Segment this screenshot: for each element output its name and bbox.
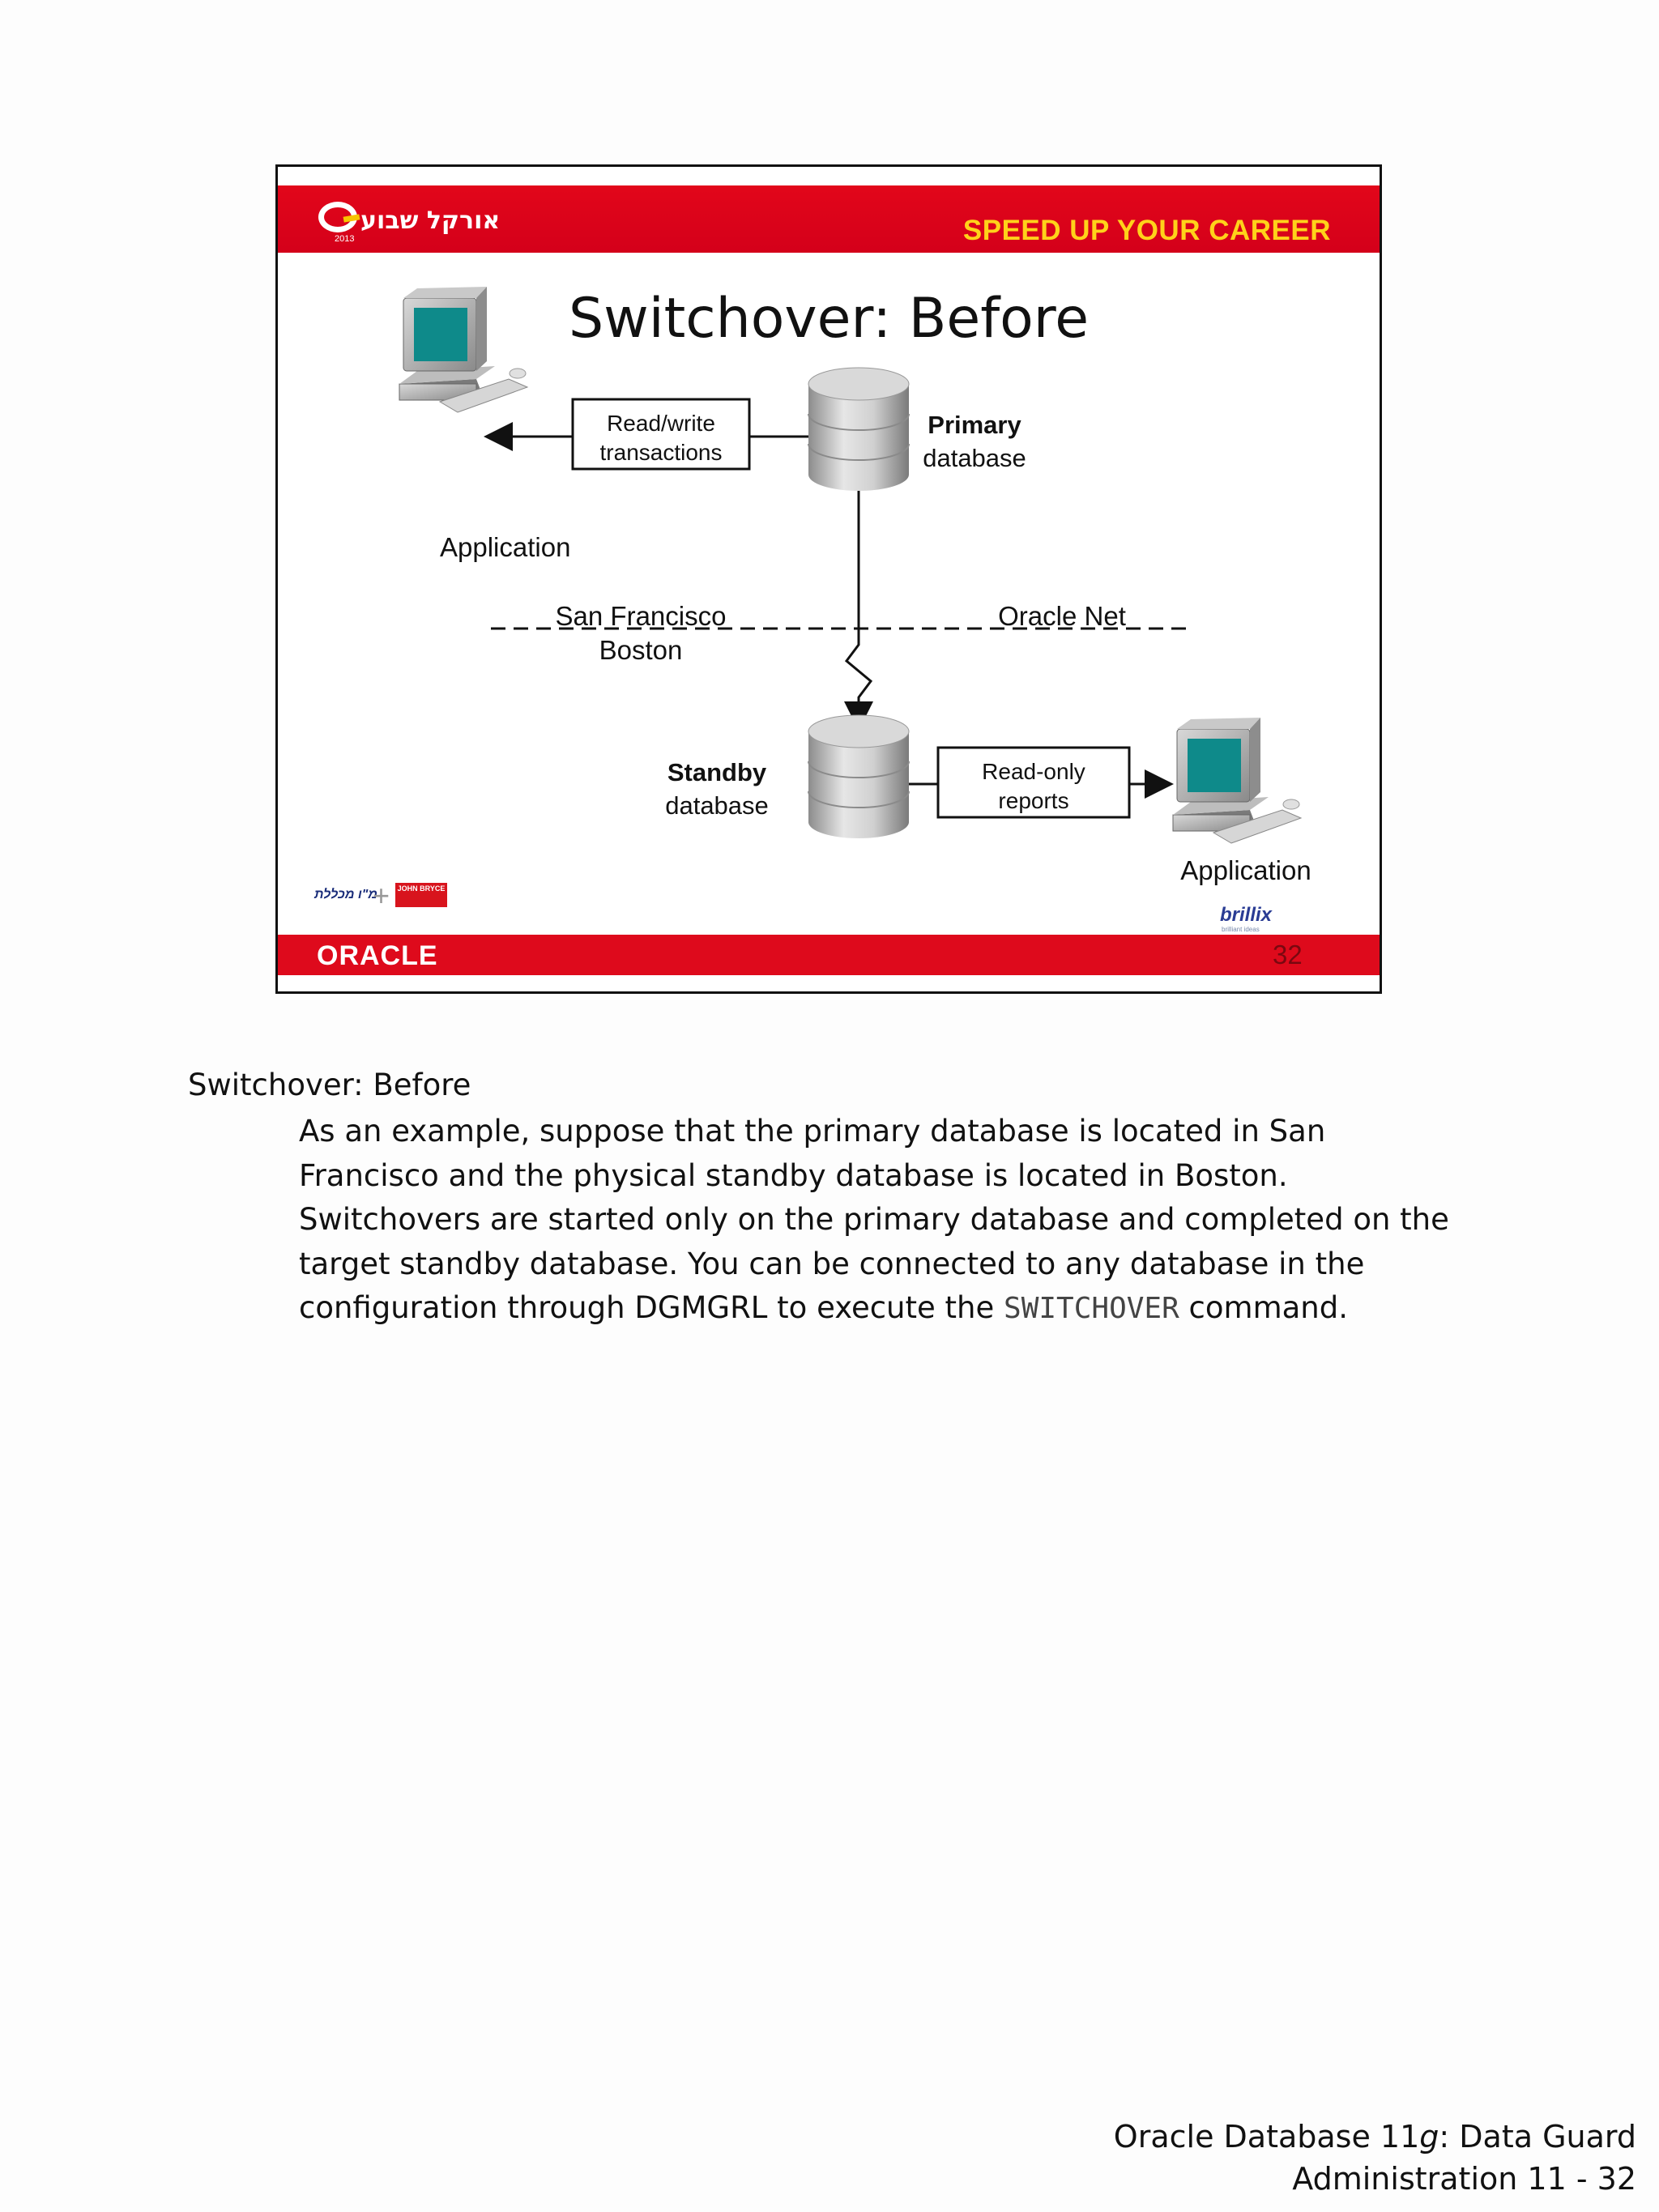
partner-logos: מ"ו מכללת + JOHN BRYCE [314,881,452,914]
standby-database-icon [808,714,910,838]
network-label: Oracle Net [998,601,1126,631]
application-label-top: Application [440,532,570,562]
partner-logo-b: JOHN BRYCE [395,883,447,907]
application-label-bottom: Application [1180,855,1311,885]
computer-icon [1172,718,1303,844]
switchover-command: SWITCHOVER [1004,1292,1179,1325]
event-logo: אורקל שבוע 2013 [318,200,500,244]
readwrite-box [571,398,751,471]
primary-label: database [923,444,1026,472]
partner-logo-a: מ"ו מכללת [314,888,377,901]
header-tagline: SPEED UP YOUR CAREER [962,215,1331,246]
plus-icon: + [373,879,390,912]
slide-title: Switchover: Before [568,287,1090,351]
footer-line-2: Administration 11 - 32 [1292,2161,1636,2197]
computer-icon [399,287,529,413]
page-footer: Oracle Database 11g: Data Guard Administ… [1114,2116,1636,2200]
readonly-label-2: reports [998,788,1068,813]
logo-ring-icon [318,202,357,232]
primary-label-bold: Primary [928,411,1021,439]
footer-course: : Data Guard [1439,2119,1636,2154]
slide-number: 32 [1273,940,1303,970]
footer-product: Oracle Database 11 [1113,2119,1420,2154]
header-band: אורקל שבוע 2013 SPEED UP YOUR CAREER [278,185,1380,253]
primary-database-icon [808,367,910,491]
readonly-box [936,746,1131,819]
brillix-tagline: brilliant ideas [1222,926,1260,933]
slide: אורקל שבוע 2013 SPEED UP YOUR CAREER Swi… [275,164,1382,994]
switchover-diagram: Read/write transactions Primary database… [399,287,1311,885]
readwrite-label-2: transactions [600,440,723,465]
footer-version-suffix: g [1419,2119,1439,2154]
standby-label-bold: Standby [667,758,767,786]
notes-text: As an example, suppose that the primary … [299,1114,1449,1325]
footer-line-1: Oracle Database 11g: Data Guard [1114,2116,1636,2158]
standby-label: database [665,791,769,820]
oracle-logo: ORACLE [317,940,438,971]
logo-text: אורקל שבוע [360,207,501,235]
notes-body: As an example, suppose that the primary … [299,1110,1473,1332]
footer-band [278,935,1380,975]
site-label-bottom: Boston [599,635,683,665]
logo-year: 2013 [335,234,355,244]
readonly-label-1: Read-only [982,759,1085,784]
redo-transport-link [844,491,873,731]
notes-heading: Switchover: Before [188,1068,471,1102]
readwrite-label-1: Read/write [607,411,715,436]
site-label-top: San Francisco [556,601,727,631]
notes-text-end: command. [1179,1290,1348,1325]
brillix-logo: brillix [1220,904,1273,926]
